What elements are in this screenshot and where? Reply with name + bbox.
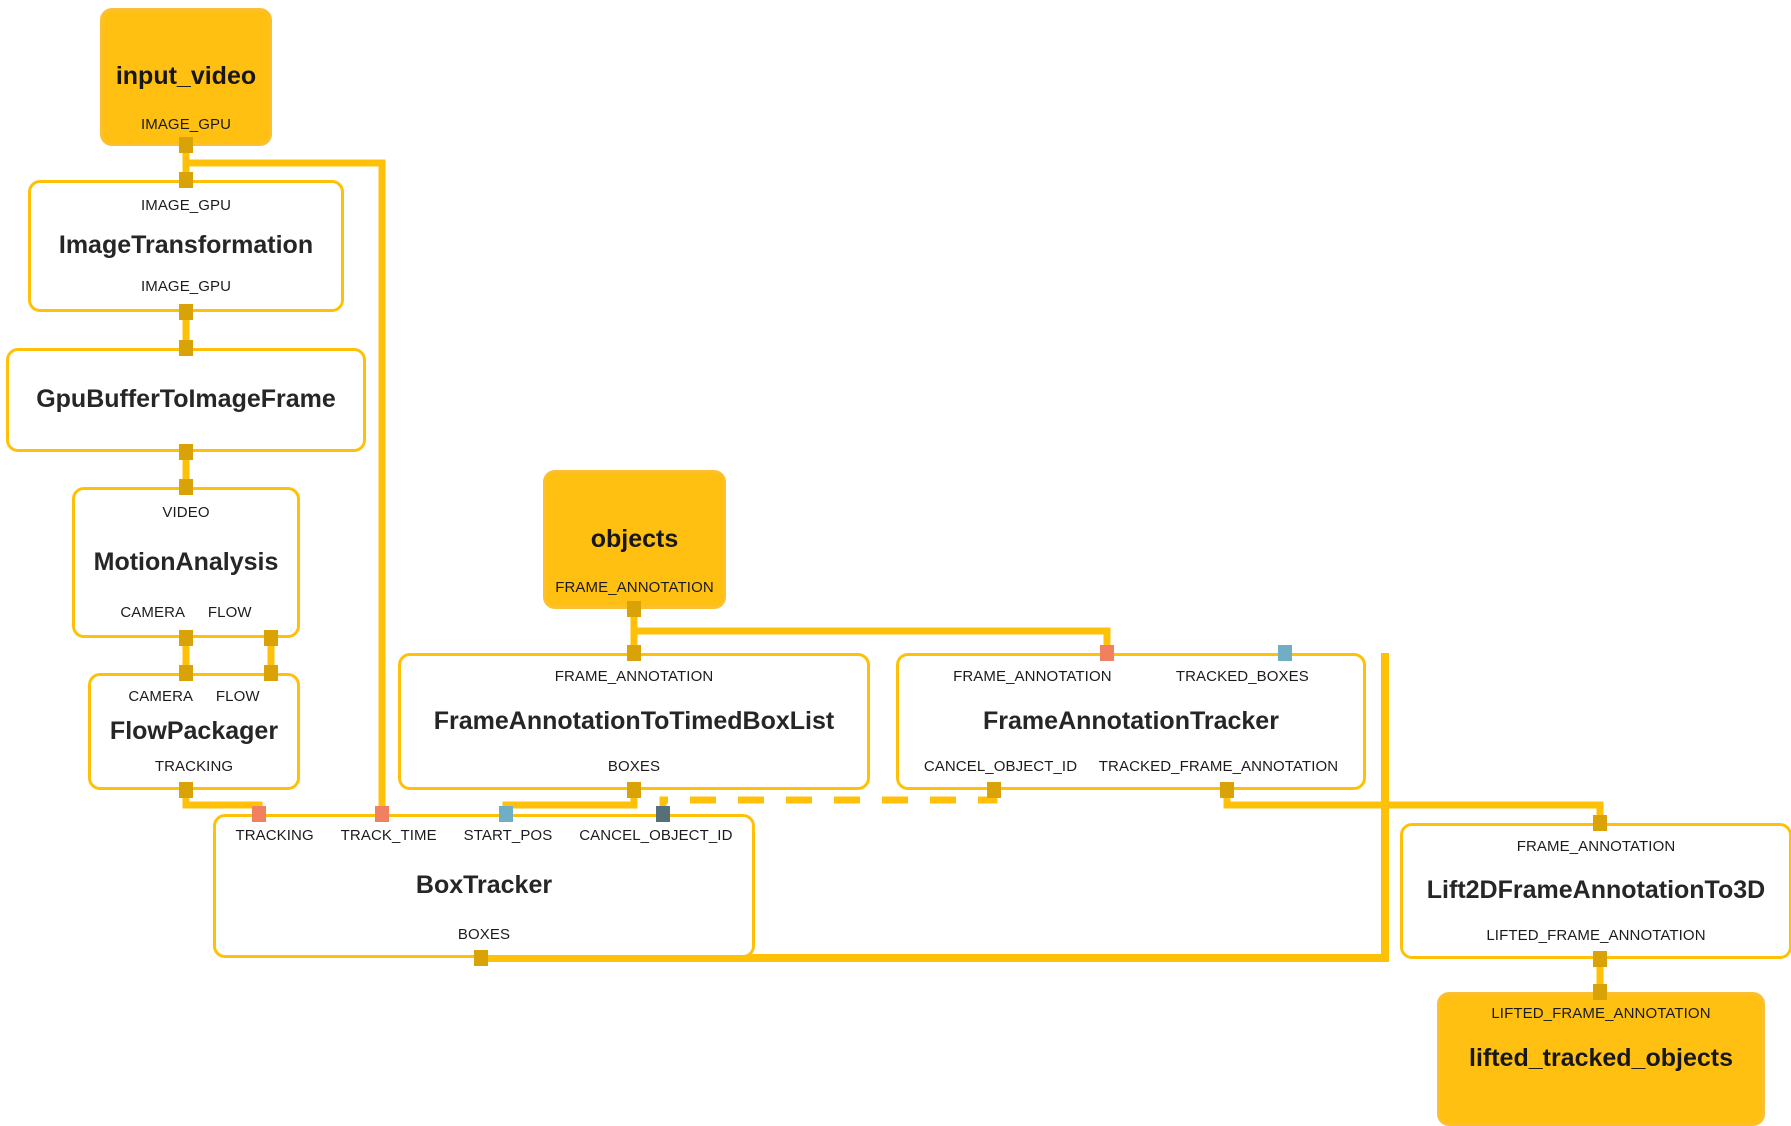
pad-box_tracker-in-track_time[interactable]: [375, 806, 389, 822]
port-out-lifted_frame_annotation: LIFTED_FRAME_ANNOTATION: [1486, 927, 1706, 944]
edge-trackedframeannotation-to-lift2d: [1223, 790, 1604, 823]
port-out-flow: FLOW: [207, 604, 252, 621]
port-in-cancel_object_id: CANCEL_OBJECT_ID: [579, 827, 733, 844]
node-lifted_tracked_objects-title: lifted_tracked_objects: [1469, 1044, 1733, 1073]
pad-motion_analysis-out-camera[interactable]: [179, 630, 193, 646]
node-motion_analysis-input-ports: VIDEO: [75, 504, 297, 521]
pad-tracker-in-tracked_boxes[interactable]: [1278, 645, 1292, 661]
node-motion_analysis[interactable]: VIDEO MotionAnalysis CAMERA FLOW: [72, 487, 300, 638]
port-in-start_pos: START_POS: [463, 827, 553, 844]
port-in-video: VIDEO: [162, 504, 210, 521]
pad-motion_analysis-in-video[interactable]: [179, 479, 193, 495]
pad-box_tracker-in-start_pos[interactable]: [499, 806, 513, 822]
pad-tracker-out-cancel_object_id[interactable]: [987, 782, 1001, 798]
node-lifted_tracked_objects[interactable]: LIFTED_FRAME_ANNOTATION lifted_tracked_o…: [1437, 992, 1765, 1126]
pad-motion_analysis-out-flow[interactable]: [264, 630, 278, 646]
edge-timedboxlist-to-boxtracker-startpos: [502, 790, 638, 814]
node-input_video-title: input_video: [115, 62, 257, 91]
edge-flowpackager-to-boxtracker-tracking: [182, 790, 263, 814]
port-out-image_gpu: IMAGE_GPU: [140, 278, 232, 295]
node-input_video[interactable]: input_video IMAGE_GPU: [100, 8, 272, 146]
node-frame_annotation_tracker[interactable]: FRAME_ANNOTATION TRACKED_BOXES FrameAnno…: [896, 653, 1366, 790]
node-frame_annotation_tracker-input-ports: FRAME_ANNOTATION TRACKED_BOXES: [899, 668, 1363, 685]
port-in-frame_annotation: FRAME_ANNOTATION: [953, 668, 1112, 685]
node-box_tracker-input-ports: TRACKING TRACK_TIME START_POS CANCEL_OBJ…: [216, 827, 752, 844]
port-in-tracking: TRACKING: [235, 827, 314, 844]
port-in-frame_annotation: FRAME_ANNOTATION: [1516, 838, 1676, 855]
pad-objects-out-frame_annotation[interactable]: [627, 601, 641, 617]
node-frame_annotation_to_timed_box_list-title: FrameAnnotationToTimedBoxList: [433, 706, 835, 735]
port-in-flow: FLOW: [215, 688, 260, 705]
pad-gpu_buffer_to_image_frame-out[interactable]: [179, 444, 193, 460]
port-in-tracked_boxes: TRACKED_BOXES: [1175, 668, 1309, 685]
port-out-camera: CAMERA: [120, 604, 186, 621]
pad-box_tracker-in-cancel_object_id[interactable]: [656, 806, 670, 822]
port-out-frame_annotation: FRAME_ANNOTATION: [555, 579, 714, 596]
port-out-boxes: BOXES: [607, 758, 661, 775]
node-flow_packager-title: FlowPackager: [109, 716, 279, 745]
pad-timedboxlist-in-frame_annotation[interactable]: [627, 645, 641, 661]
node-flow_packager[interactable]: CAMERA FLOW FlowPackager TRACKING: [88, 673, 300, 790]
edge-objects-to-frameannotationtracker: [634, 627, 1111, 653]
node-lift_2d-output-ports: LIFTED_FRAME_ANNOTATION: [1403, 927, 1789, 944]
node-lift_2d-title: Lift2DFrameAnnotationTo3D: [1426, 876, 1766, 905]
pad-flow_packager-in-camera[interactable]: [179, 665, 193, 681]
node-gpu_buffer_to_image_frame[interactable]: GpuBufferToImageFrame: [6, 348, 366, 452]
port-out-cancel_object_id: CANCEL_OBJECT_ID: [923, 758, 1078, 775]
node-objects[interactable]: objects FRAME_ANNOTATION: [543, 470, 726, 609]
node-lifted_tracked_objects-input-ports: LIFTED_FRAME_ANNOTATION: [1440, 1005, 1762, 1022]
pad-lift_2d-in-frame_annotation[interactable]: [1593, 815, 1607, 831]
pad-lifted_tracked_objects-in[interactable]: [1593, 984, 1607, 1000]
pad-gpu_buffer_to_image_frame-in[interactable]: [179, 340, 193, 356]
node-frame_annotation_to_timed_box_list[interactable]: FRAME_ANNOTATION FrameAnnotationToTimedB…: [398, 653, 870, 790]
port-in-camera: CAMERA: [128, 688, 194, 705]
port-in-image_gpu: IMAGE_GPU: [140, 197, 232, 214]
pad-flow_packager-in-flow[interactable]: [264, 665, 278, 681]
node-flow_packager-output-ports: TRACKING: [91, 758, 297, 775]
node-motion_analysis-title: MotionAnalysis: [93, 547, 279, 576]
node-frame_annotation_tracker-output-ports: CANCEL_OBJECT_ID TRACKED_FRAME_ANNOTATIO…: [899, 758, 1363, 775]
node-objects-output-ports: FRAME_ANNOTATION: [546, 579, 723, 596]
pad-flow_packager-out-tracking[interactable]: [179, 782, 193, 798]
port-out-tracking: TRACKING: [154, 758, 234, 775]
port-out-boxes: BOXES: [457, 926, 511, 943]
node-flow_packager-input-ports: CAMERA FLOW: [91, 688, 297, 705]
pad-box_tracker-out-boxes[interactable]: [474, 950, 488, 966]
port-out-image_gpu: IMAGE_GPU: [140, 116, 232, 133]
port-in-track_time: TRACK_TIME: [340, 827, 437, 844]
pad-input_video-out-image_gpu[interactable]: [179, 137, 193, 153]
node-image_transformation-input-ports: IMAGE_GPU: [31, 197, 341, 214]
node-lift_2d-input-ports: FRAME_ANNOTATION: [1403, 838, 1789, 855]
pad-image_transformation-out-image_gpu[interactable]: [179, 304, 193, 320]
node-image_transformation[interactable]: IMAGE_GPU ImageTransformation IMAGE_GPU: [28, 180, 344, 312]
port-in-frame_annotation: FRAME_ANNOTATION: [554, 668, 714, 685]
port-out-tracked_frame_annotation: TRACKED_FRAME_ANNOTATION: [1098, 758, 1339, 775]
node-frame_annotation_to_timed_box_list-input-ports: FRAME_ANNOTATION: [401, 668, 867, 685]
node-gpu_buffer_to_image_frame-title: GpuBufferToImageFrame: [36, 385, 336, 414]
node-motion_analysis-output-ports: CAMERA FLOW: [75, 604, 297, 621]
node-input_video-output-ports: IMAGE_GPU: [103, 116, 269, 133]
node-lift_2d_frame_annotation_to_3d[interactable]: FRAME_ANNOTATION Lift2DFrameAnnotationTo…: [1400, 823, 1791, 959]
pad-timedboxlist-out-boxes[interactable]: [627, 782, 641, 798]
node-objects-title: objects: [590, 524, 679, 553]
pad-tracker-in-frame_annotation[interactable]: [1100, 645, 1114, 661]
node-box_tracker-title: BoxTracker: [415, 871, 553, 900]
node-image_transformation-title: ImageTransformation: [58, 231, 314, 260]
node-box_tracker[interactable]: TRACKING TRACK_TIME START_POS CANCEL_OBJ…: [213, 814, 755, 958]
node-frame_annotation_to_timed_box_list-output-ports: BOXES: [401, 758, 867, 775]
port-in-lifted_frame_annotation: LIFTED_FRAME_ANNOTATION: [1491, 1005, 1711, 1022]
node-box_tracker-output-ports: BOXES: [216, 926, 752, 943]
pad-lift_2d-out-lifted_frame_annotation[interactable]: [1593, 951, 1607, 967]
pad-tracker-out-tracked_frame_annotation[interactable]: [1220, 782, 1234, 798]
pad-image_transformation-in-image_gpu[interactable]: [179, 172, 193, 188]
edge-cancelobjectid-dashed: [659, 790, 998, 814]
node-frame_annotation_tracker-title: FrameAnnotationTracker: [983, 706, 1279, 735]
pad-box_tracker-in-tracking[interactable]: [252, 806, 266, 822]
node-image_transformation-output-ports: IMAGE_GPU: [31, 278, 341, 295]
